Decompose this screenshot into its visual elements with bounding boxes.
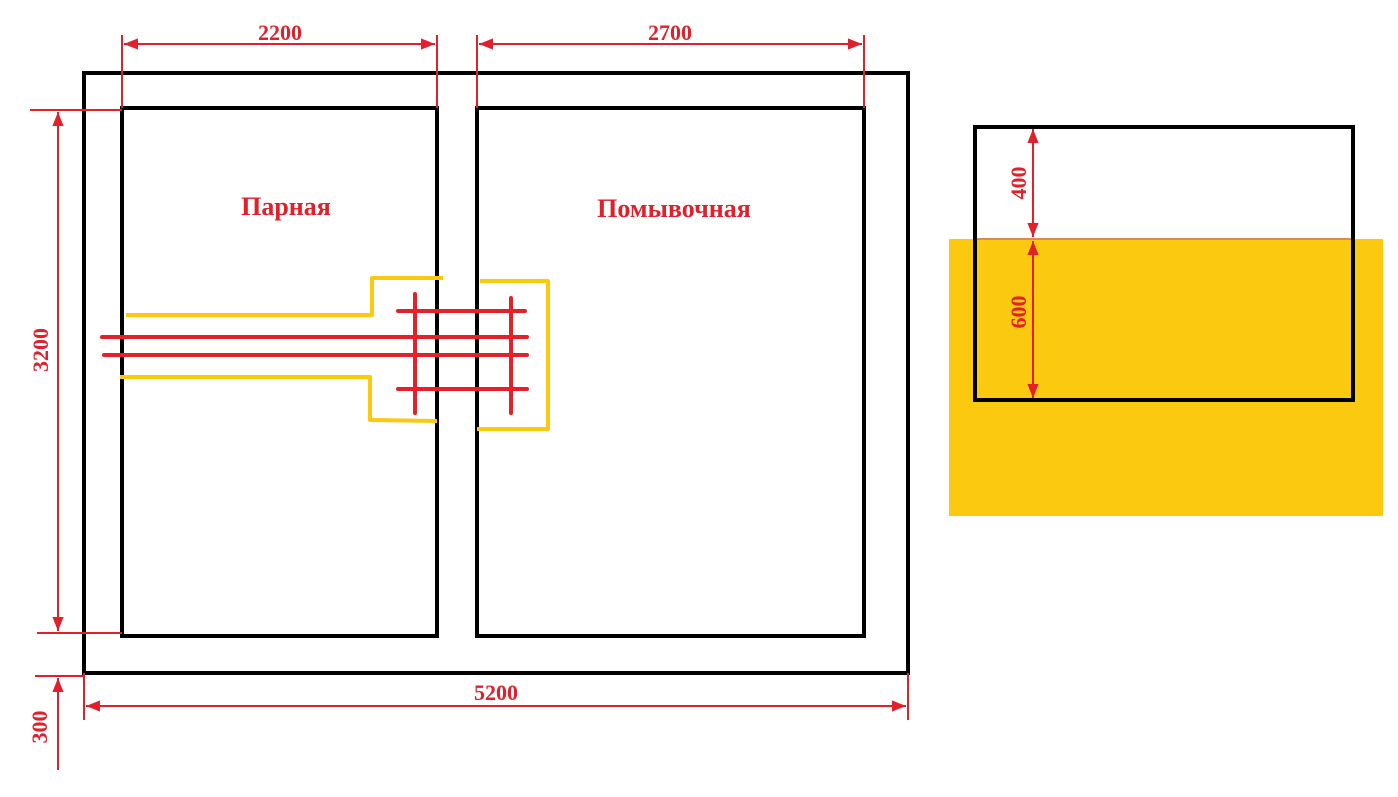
- insulation-right: [477, 279, 550, 431]
- steam-room-label: Парная: [241, 192, 331, 221]
- height-label: 3200: [28, 328, 53, 372]
- insulation-upper: [126, 276, 443, 317]
- foundation-section: [973, 125, 1355, 402]
- pipes: [100, 292, 529, 415]
- upper-depth-label: 400: [1006, 167, 1031, 200]
- dimension-lines: [30, 35, 909, 770]
- washing-width-label: 2700: [648, 20, 692, 45]
- insulation-lower: [120, 375, 438, 423]
- offset-label: 300: [27, 711, 52, 744]
- insulation-lines: [120, 276, 550, 431]
- section-diagram: 400 600: [949, 125, 1383, 516]
- total-width-label: 5200: [474, 680, 518, 705]
- plan-walls: [82, 71, 910, 675]
- ground-fill: [949, 239, 1383, 516]
- washing-room-outline: [475, 106, 866, 638]
- steam-room-outline: [120, 106, 439, 638]
- washing-room-label: Помывочная: [597, 194, 751, 223]
- outer-foundation: [82, 71, 910, 675]
- lower-depth-label: 600: [1006, 296, 1031, 329]
- steam-width-label: 2200: [258, 20, 302, 45]
